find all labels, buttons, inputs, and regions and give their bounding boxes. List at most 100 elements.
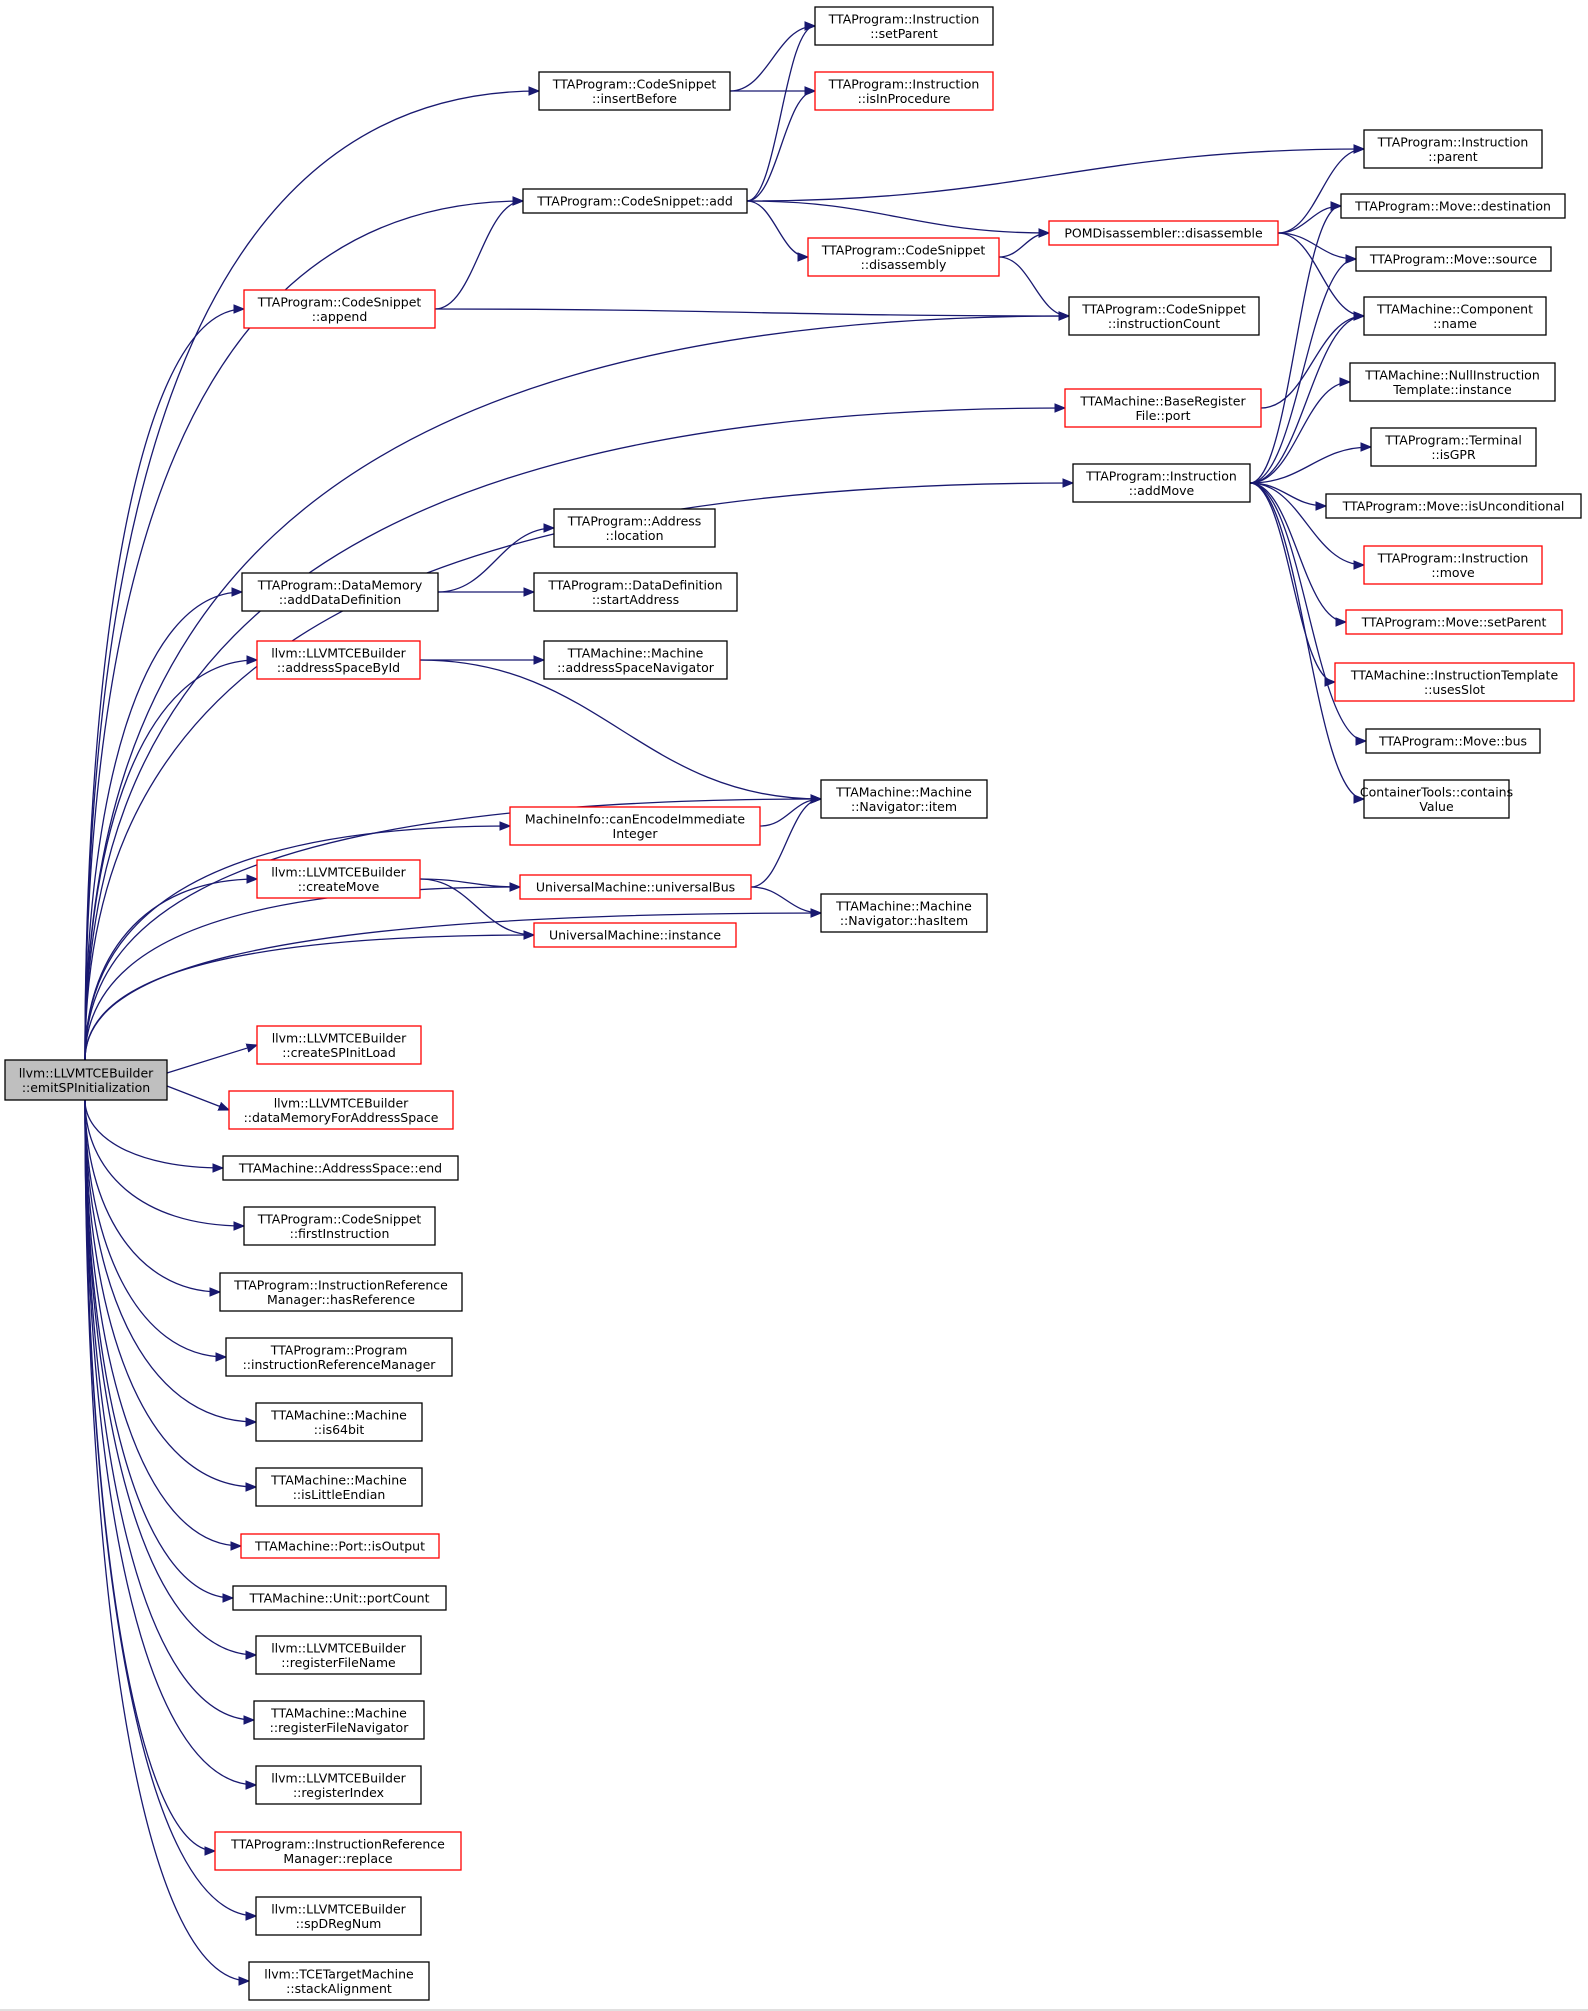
node-dmAddDataDefinition[interactable]: TTAProgram::DataMemory::addDataDefinitio… [241,572,439,612]
node-irmHasReference[interactable]: TTAProgram::InstructionReferenceManager:… [219,1272,463,1312]
node-instrAddMove[interactable]: TTAProgram::Instruction::addMove [1072,463,1251,503]
node-csAdd[interactable]: TTAProgram::CodeSnippet::add [522,188,748,214]
node-createMove[interactable]: llvm::LLVMTCEBuilder::createMove [256,859,421,899]
node-portIsOutput[interactable]: TTAMachine::Port::isOutput [240,1533,440,1559]
node-box[interactable] [1068,296,1260,336]
node-umInstance[interactable]: UniversalMachine::instance [533,922,737,948]
node-machineRFNavigator[interactable]: TTAMachine::Machine::registerFileNavigat… [253,1700,425,1740]
node-box[interactable] [509,806,761,846]
node-irmReplace[interactable]: TTAProgram::InstructionReferenceManager:… [214,1831,462,1871]
node-box[interactable] [1370,427,1537,467]
node-moveDestination[interactable]: TTAProgram::Move::destination [1340,193,1566,219]
node-box[interactable] [255,1896,422,1936]
node-box[interactable] [814,71,994,111]
node-csAppend[interactable]: TTAProgram::CodeSnippet::append [243,289,436,329]
node-createSPInitLoad[interactable]: llvm::LLVMTCEBuilder::createSPInitLoad [256,1025,422,1065]
node-box[interactable] [240,1533,440,1559]
node-box[interactable] [820,779,988,819]
node-box[interactable] [553,508,716,548]
node-box[interactable] [1340,193,1566,219]
node-box[interactable] [820,893,988,933]
node-pomDisassemble[interactable]: POMDisassembler::disassemble [1048,220,1279,246]
node-box[interactable] [256,640,421,680]
node-box[interactable] [1072,463,1251,503]
node-box[interactable] [255,1402,423,1442]
node-moveIsUnconditional[interactable]: TTAProgram::Move::isUnconditional [1325,493,1582,519]
node-box[interactable] [222,1155,459,1181]
node-box[interactable] [255,1467,423,1507]
node-box[interactable] [243,1206,436,1246]
edge-createMove-to-universalBus [419,878,520,887]
node-box[interactable] [241,572,439,612]
node-insertBefore[interactable]: TTAProgram::CodeSnippet::insertBefore [538,71,731,111]
node-addressSpaceById[interactable]: llvm::LLVMTCEBuilder::addressSpaceById [256,640,421,680]
node-box[interactable] [214,1831,462,1871]
node-root: llvm::LLVMTCEBuilder::emitSPInitializati… [4,1059,168,1101]
node-box[interactable] [519,874,752,900]
node-box[interactable] [814,6,994,46]
node-box[interactable] [538,71,731,111]
node-box[interactable] [1349,362,1556,402]
node-box[interactable] [1355,246,1552,272]
node-instrParent[interactable]: TTAProgram::Instruction::parent [1363,129,1543,169]
node-itUsesSlot[interactable]: TTAMachine::InstructionTemplate::usesSlo… [1334,662,1575,702]
node-instrMove[interactable]: TTAProgram::Instruction::move [1363,545,1543,585]
node-unitPortCount[interactable]: TTAMachine::Unit::portCount [232,1585,447,1611]
node-asEnd[interactable]: TTAMachine::AddressSpace::end [222,1155,459,1181]
node-ddStartAddress[interactable]: TTAProgram::DataDefinition::startAddress [533,572,738,612]
node-box[interactable] [543,640,728,680]
node-box[interactable] [1363,129,1543,169]
node-moveSource[interactable]: TTAProgram::Move::source [1355,246,1552,272]
node-box[interactable] [533,922,737,948]
node-componentName[interactable]: TTAMachine::Component::name [1363,296,1547,336]
node-box[interactable] [1363,545,1543,585]
node-moveBus[interactable]: TTAProgram::Move::bus [1365,728,1541,754]
node-box[interactable] [219,1272,463,1312]
node-box[interactable] [807,237,1000,277]
node-machineASNavigator[interactable]: TTAMachine::Machine::addressSpaceNavigat… [543,640,728,680]
node-navItem[interactable]: TTAMachine::Machine::Navigator::item [820,779,988,819]
node-box[interactable] [1064,388,1262,428]
node-csInstructionCount[interactable]: TTAProgram::CodeSnippet::instructionCoun… [1068,296,1260,336]
node-box[interactable] [1345,609,1563,635]
node-box[interactable] [1334,662,1575,702]
node-box[interactable] [256,859,421,899]
node-box[interactable] [1363,296,1547,336]
node-terminalIsGPR[interactable]: TTAProgram::Terminal::isGPR [1370,427,1537,467]
node-csFirstInstruction[interactable]: TTAProgram::CodeSnippet::firstInstructio… [243,1206,436,1246]
node-nullInstrTemplate[interactable]: TTAMachine::NullInstructionTemplate::ins… [1349,362,1556,402]
node-box[interactable] [255,1765,422,1805]
node-box[interactable] [1363,779,1510,819]
node-registerIndex[interactable]: llvm::LLVMTCEBuilder::registerIndex [255,1765,422,1805]
node-box[interactable] [256,1025,422,1065]
node-box[interactable] [1365,728,1541,754]
node-box[interactable] [522,188,748,214]
node-dataMemoryForAS[interactable]: llvm::LLVMTCEBuilder::dataMemoryForAddre… [228,1090,454,1130]
node-addrLocation[interactable]: TTAProgram::Address::location [553,508,716,548]
node-stackAlignment[interactable]: llvm::TCETargetMachine::stackAlignment [248,1961,430,2001]
node-spDRegNum[interactable]: llvm::LLVMTCEBuilder::spDRegNum [255,1896,422,1936]
node-box[interactable] [533,572,738,612]
node-box[interactable] [243,289,436,329]
node-universalBus[interactable]: UniversalMachine::universalBus [519,874,752,900]
node-box[interactable] [253,1700,425,1740]
node-box[interactable] [232,1585,447,1611]
node-machineIsLittleEndian[interactable]: TTAMachine::Machine::isLittleEndian [255,1467,423,1507]
node-progIRM[interactable]: TTAProgram::Program::instructionReferenc… [225,1337,453,1377]
node-moveSetParent[interactable]: TTAProgram::Move::setParent [1345,609,1563,635]
node-box[interactable] [248,1961,430,2001]
node-setParentInstr[interactable]: TTAProgram::Instruction::setParent [814,6,994,46]
node-navHasItem[interactable]: TTAMachine::Machine::Navigator::hasItem [820,893,988,933]
node-csDisassembly[interactable]: TTAProgram::CodeSnippet::disassembly [807,237,1000,277]
node-box[interactable] [1325,493,1582,519]
node-machineIs64bit[interactable]: TTAMachine::Machine::is64bit [255,1402,423,1442]
node-box[interactable] [255,1635,422,1675]
node-registerFileName[interactable]: llvm::LLVMTCEBuilder::registerFileName [255,1635,422,1675]
node-isInProcedure[interactable]: TTAProgram::Instruction::isInProcedure [814,71,994,111]
node-box[interactable] [1048,220,1279,246]
node-box[interactable] [228,1090,454,1130]
node-box[interactable] [225,1337,453,1377]
